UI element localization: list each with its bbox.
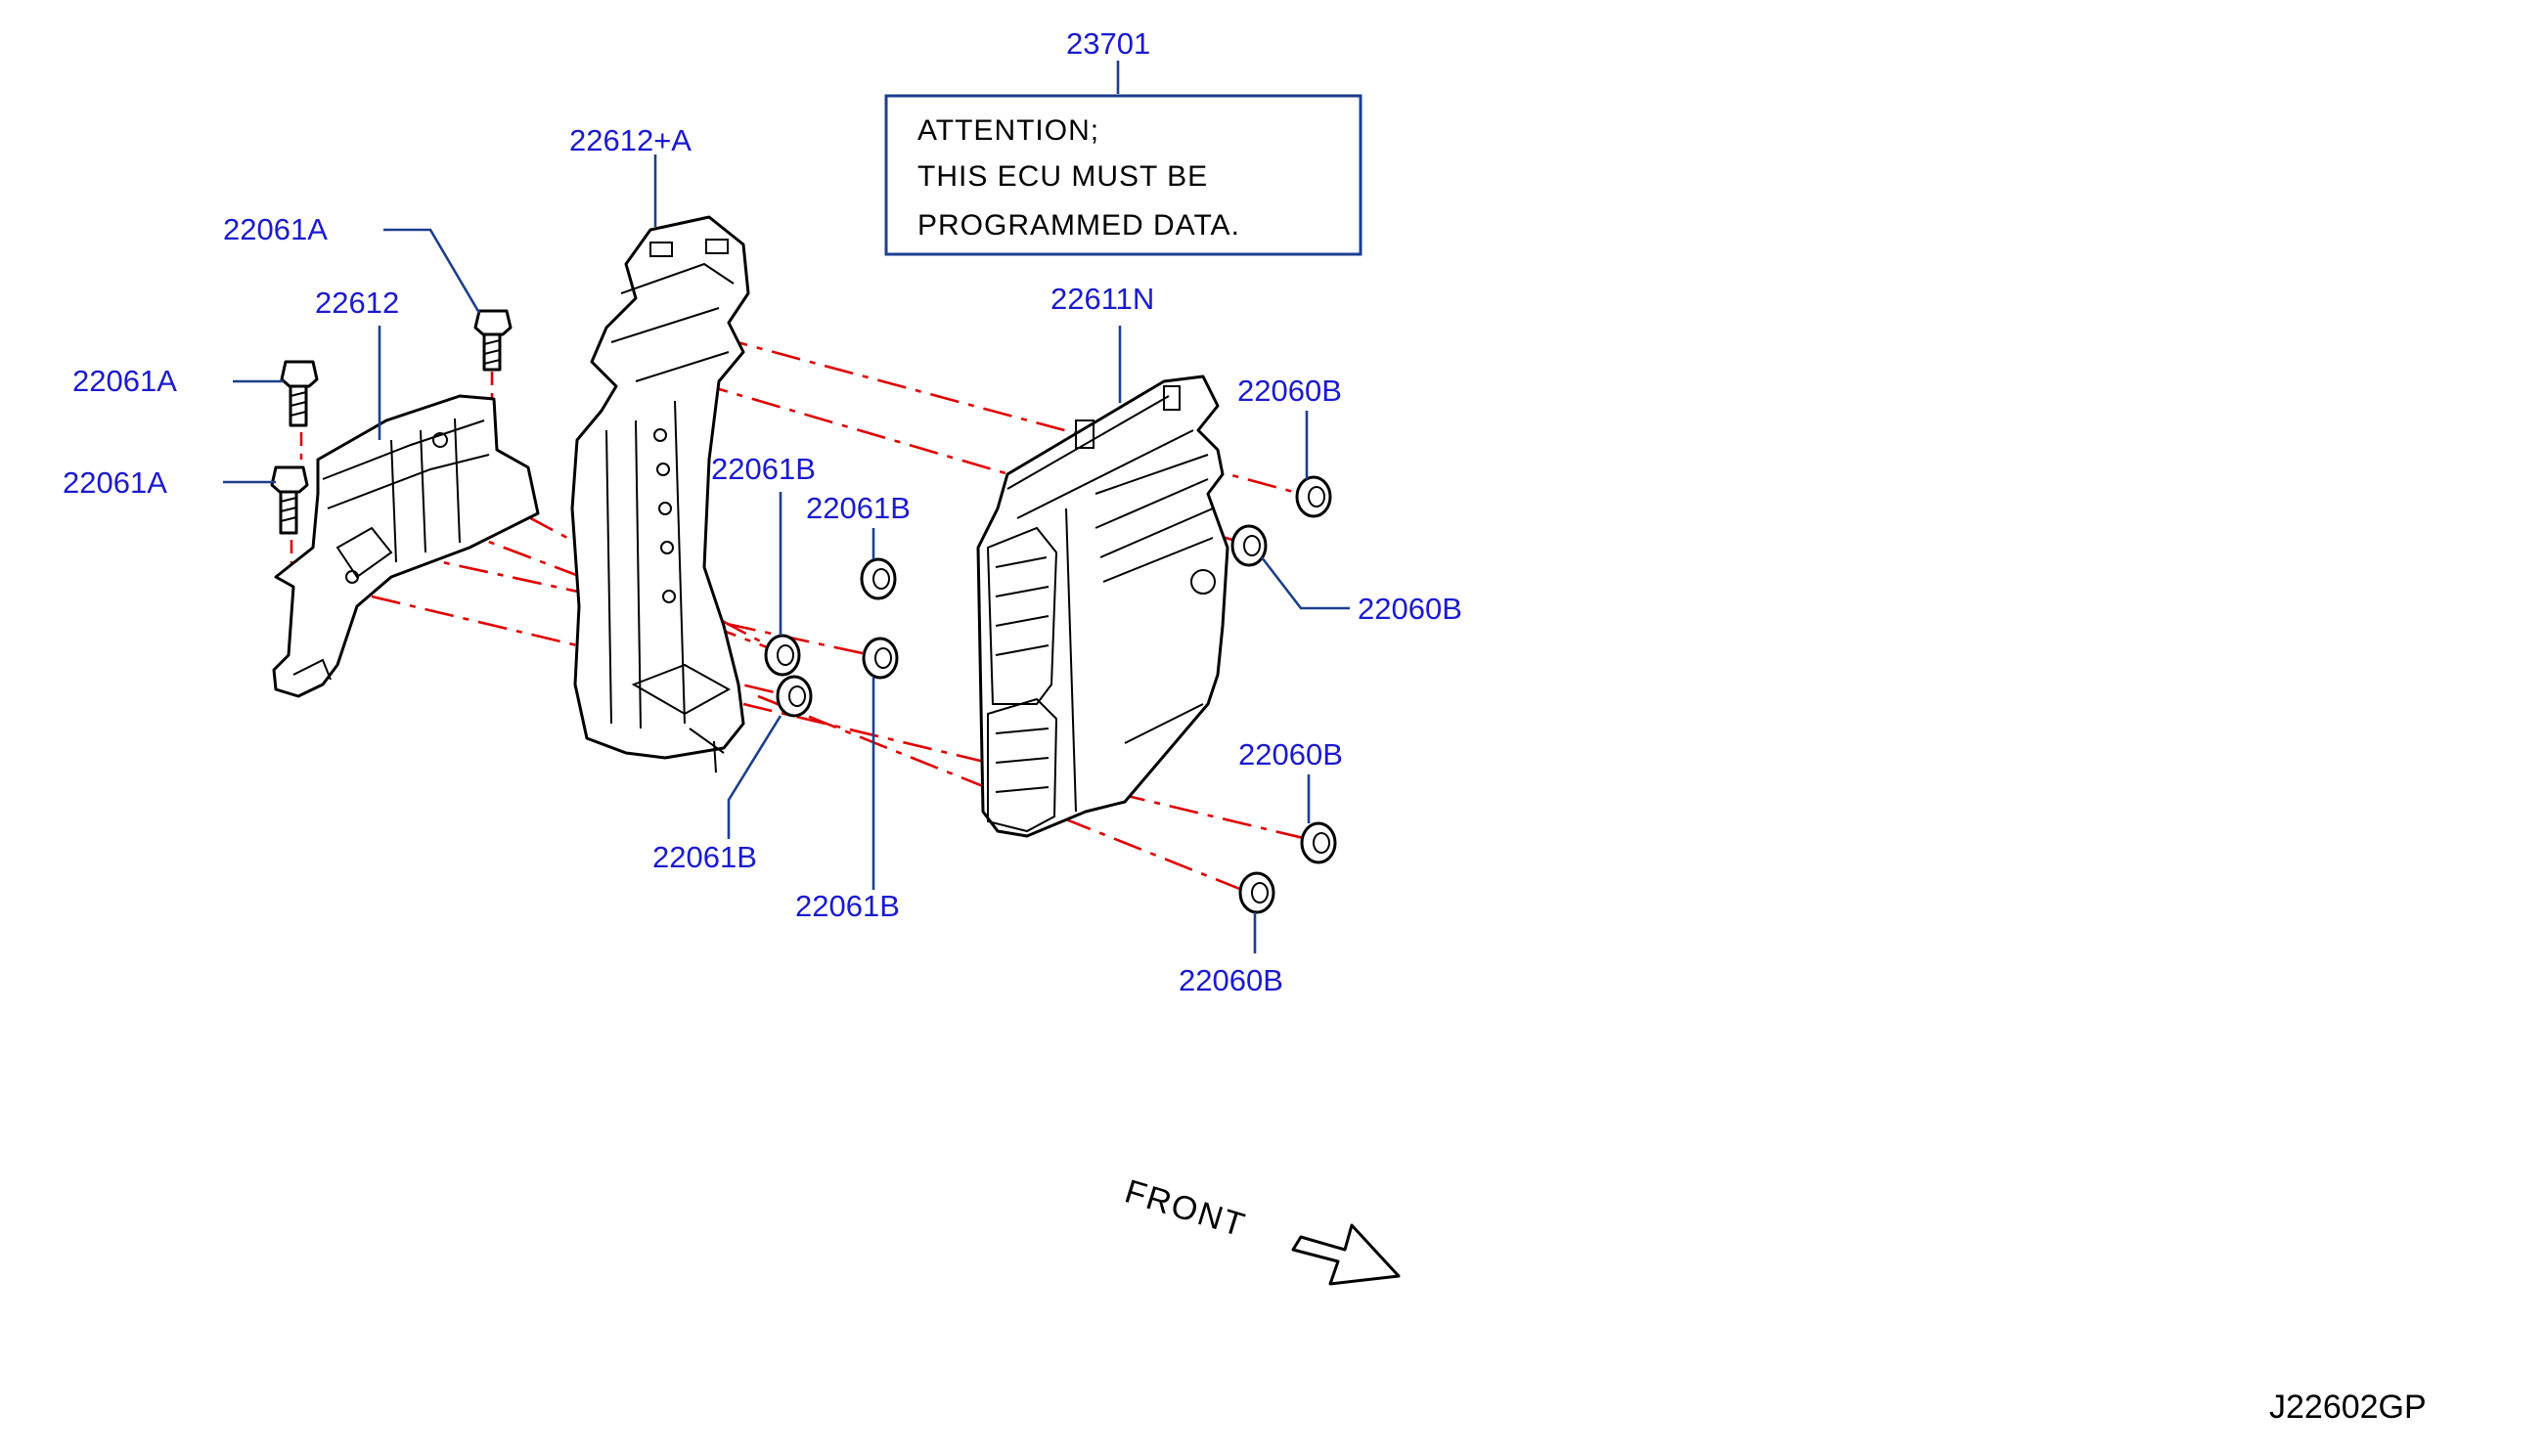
label-22061b-1: 22061B	[711, 452, 816, 486]
guide-line	[698, 381, 1243, 545]
label-22060b-3: 22060B	[1238, 737, 1343, 772]
note-box	[884, 94, 1362, 256]
note-line-2: THIS ECU MUST BE	[917, 160, 1208, 193]
nut-22060b-2	[1230, 524, 1268, 567]
leader-line	[383, 228, 481, 314]
attention-note: ATTENTION; THIS ECU MUST BE PROGRAMMED D…	[884, 94, 1362, 256]
label-22060b-2: 22060B	[1358, 592, 1462, 626]
label-22612: 22612	[315, 286, 399, 320]
ecu-22611n	[976, 375, 1229, 838]
nut-22061b-3	[862, 637, 899, 680]
front-indicator: FRONT	[1121, 1172, 1401, 1286]
diagram-code: J22602GP	[2269, 1389, 2427, 1426]
label-22061b-2: 22061B	[806, 491, 911, 525]
label-22061b-4: 22061B	[795, 889, 900, 923]
part-labels: 23701 22612+A 22061A 22612 22061A 22061A…	[63, 26, 1462, 997]
label-22612-a: 22612+A	[569, 123, 692, 157]
bolt-22061a-top	[473, 309, 513, 372]
nut-22060b-3	[1300, 821, 1337, 864]
nut-22061b-1	[764, 634, 801, 677]
label-22060b-4: 22060B	[1179, 963, 1283, 997]
front-arrow-icon	[1291, 1223, 1401, 1286]
bracket-22612	[272, 394, 540, 698]
label-22061a-mid: 22061A	[72, 364, 177, 398]
leader-line	[727, 715, 782, 839]
leader-lines	[223, 61, 1350, 953]
leader-line	[1260, 556, 1350, 610]
note-line-1: ATTENTION;	[917, 114, 1099, 147]
label-22061a-top: 22061A	[223, 212, 328, 246]
nut-22060b-4	[1238, 871, 1275, 914]
label-22611n: 22611N	[1050, 282, 1154, 316]
bolt-22061a-mid	[280, 360, 319, 427]
note-line-3: PROGRAMMED DATA.	[917, 209, 1240, 242]
label-23701: 23701	[1066, 26, 1150, 61]
front-label: FRONT	[1121, 1172, 1251, 1244]
bracket-22612-a	[570, 215, 750, 773]
label-22061a-low: 22061A	[63, 465, 167, 500]
nut-22061b-4	[776, 675, 813, 718]
label-22060b-1: 22060B	[1237, 374, 1342, 408]
label-22061b-3: 22061B	[652, 840, 757, 874]
bolt-22061a-low	[270, 465, 309, 535]
nut-22061b-2	[860, 557, 897, 600]
nut-22060b-1	[1295, 475, 1332, 518]
